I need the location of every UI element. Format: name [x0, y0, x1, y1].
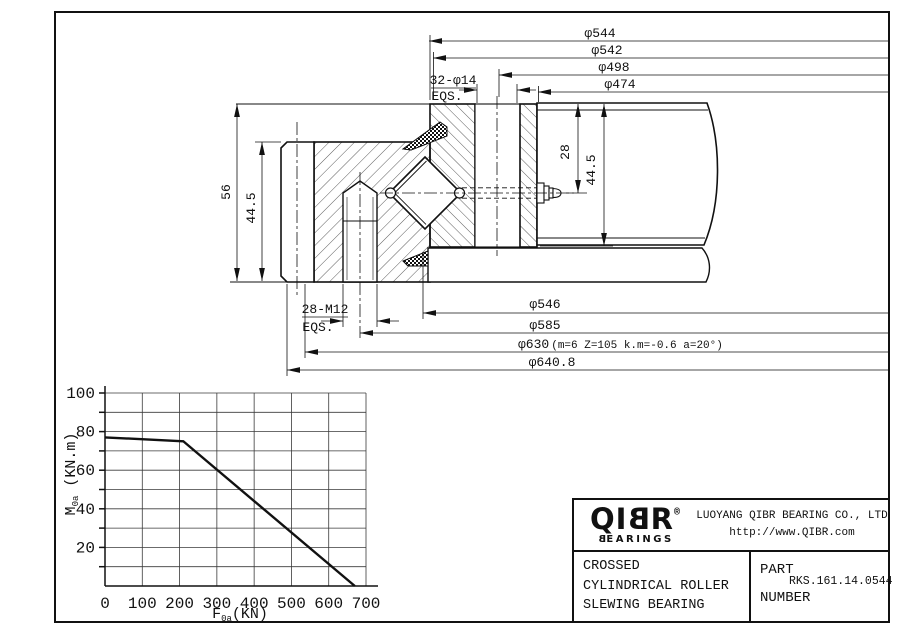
product-line-1: CROSSED	[583, 559, 640, 574]
company-logo: QIBR® BEARINGS	[574, 502, 696, 545]
label-bolt-holes-bottom: 28-M12	[302, 302, 349, 317]
part-label-line-1: PART	[760, 562, 794, 578]
dim-585: φ585	[529, 318, 560, 333]
x-axis-label: F0a(KN)	[212, 606, 268, 624]
company-website: http://www.QIBR.com	[729, 527, 855, 539]
svg-text:600: 600	[314, 595, 343, 613]
svg-text:80: 80	[76, 424, 95, 442]
dim-640-8: φ640.8	[529, 355, 576, 370]
title-block: QIBR® BEARINGS LUOYANG QIBR BEARING CO.,…	[572, 498, 893, 623]
dimension-lines	[236, 40, 888, 371]
dim-bc-498: φ498	[598, 60, 629, 75]
sheet-border	[54, 11, 890, 623]
svg-text:60: 60	[76, 462, 95, 480]
registered-trademark-icon: ®	[673, 508, 680, 519]
title-block-detail-row: CROSSED CYLINDRICAL ROLLER SLEWING BEARI…	[574, 552, 893, 621]
logo-subtext: BEARINGS	[596, 534, 674, 545]
part-number-value: RKS.161.14.0544	[789, 575, 893, 588]
title-block-header-row: QIBR® BEARINGS LUOYANG QIBR BEARING CO.,…	[574, 500, 888, 552]
svg-text:400: 400	[240, 595, 269, 613]
part-number-cell: PART NUMBER RKS.161.14.0544	[751, 552, 893, 621]
load-diagram-chart: 0 100 200 300 400 500 600 700 20 40 60 80 100	[66, 385, 381, 613]
svg-text:100: 100	[66, 385, 95, 403]
product-line-2: CYLINDRICAL ROLLER	[583, 578, 729, 594]
upper-plate	[536, 102, 719, 246]
dim-546: φ546	[529, 297, 560, 312]
label-bolt-holes-top: 32-φ14	[430, 73, 477, 88]
svg-text:100: 100	[128, 595, 157, 613]
label-eqs-bottom: EQS.	[302, 320, 333, 335]
svg-text:0: 0	[100, 595, 110, 613]
product-description: CROSSED CYLINDRICAL ROLLER SLEWING BEARI…	[574, 552, 751, 621]
svg-text:500: 500	[277, 595, 306, 613]
bearing-cross-section-drawing: φ544 φ542 φ498 φ474 32-φ14 EQS. 56 44.5 …	[219, 26, 888, 376]
dim-height-56: 56	[219, 184, 234, 200]
outer-ring-section-right	[519, 103, 538, 248]
seal-bottom	[402, 250, 429, 267]
company-info: LUOYANG QIBR BEARING CO., LTD http://www…	[696, 508, 888, 542]
dimension-texts: φ544 φ542 φ498 φ474 32-φ14 EQS. 56 44.5 …	[219, 26, 723, 370]
logo-text: QIBR	[590, 502, 674, 536]
dim-28-right: 28	[558, 144, 573, 160]
part-label-line-2: NUMBER	[760, 590, 811, 606]
mounting-bolt-m12	[342, 180, 378, 283]
label-eqs-top: EQS.	[431, 89, 462, 104]
bearing-structure	[230, 102, 719, 283]
seal-top	[401, 121, 448, 151]
dim-630-gear: φ630(m=6 Z=105 k.m=-0.6 a=20°)	[518, 337, 723, 352]
lower-plate	[427, 247, 711, 283]
svg-text:20: 20	[76, 539, 95, 557]
dim-height-44-5-left: 44.5	[244, 192, 259, 223]
y-axis-label: M0a (KN.m)	[63, 432, 81, 516]
extension-lines	[255, 35, 613, 376]
dim-od-544: φ544	[584, 26, 615, 41]
svg-text:300: 300	[202, 595, 231, 613]
product-line-3: SLEWING BEARING	[583, 598, 705, 614]
company-name: LUOYANG QIBR BEARING CO., LTD	[696, 509, 888, 522]
outer-ring-bolt-hole	[474, 103, 521, 248]
svg-text:200: 200	[165, 595, 194, 613]
svg-text:40: 40	[76, 501, 95, 519]
dim-height-44-5-right: 44.5	[584, 154, 599, 185]
svg-text:700: 700	[352, 595, 381, 613]
centerlines	[296, 96, 574, 338]
dim-od-542: φ542	[591, 43, 622, 58]
dim-id-474: φ474	[604, 77, 635, 92]
gear-rim-section	[280, 141, 315, 283]
